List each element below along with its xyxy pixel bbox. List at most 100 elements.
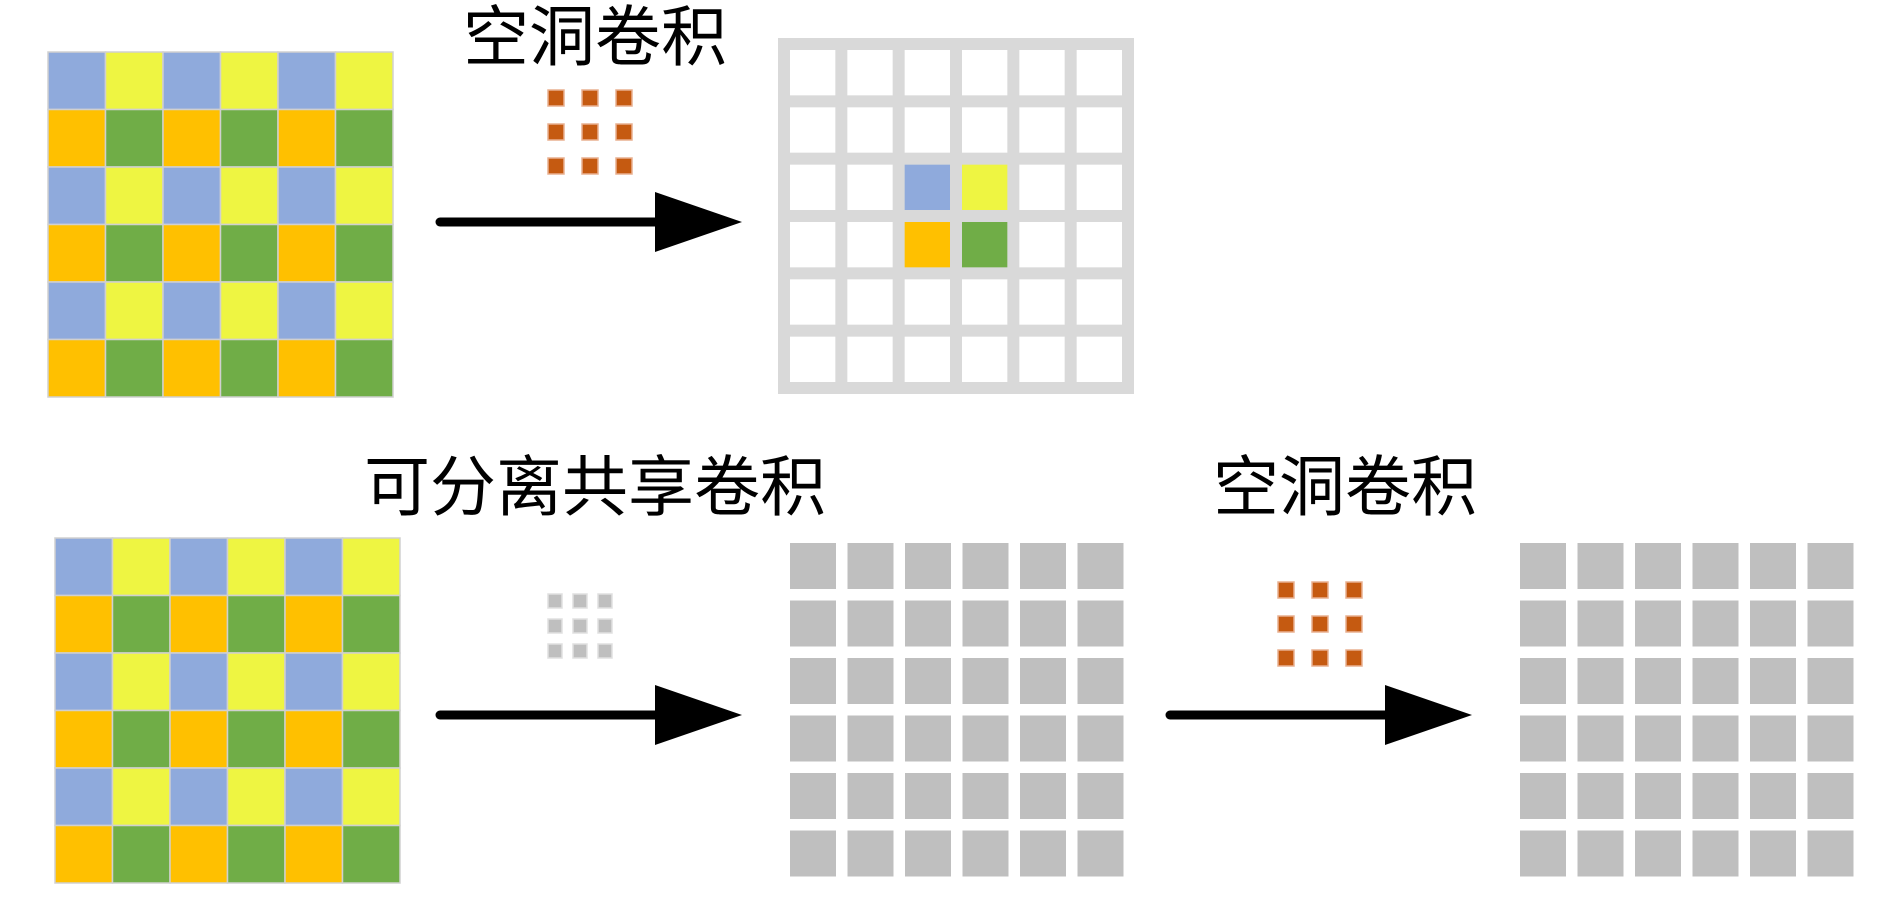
feature-cell: [1750, 715, 1796, 762]
empty-cell: [1076, 50, 1122, 96]
feature-cell: [905, 600, 951, 647]
bottom-dilated-kernel-icon: [1277, 581, 1363, 667]
kernel-cell: [547, 643, 563, 659]
feature-cell: [905, 658, 951, 704]
feature-cell: [1750, 543, 1796, 589]
kernel-cell: [547, 157, 565, 175]
empty-cell: [904, 336, 950, 382]
feature-cell: [54, 767, 114, 827]
feature-cell: [341, 594, 401, 654]
empty-cell: [847, 222, 893, 268]
feature-cell: [1635, 830, 1681, 877]
feature-cell: [1635, 715, 1681, 762]
empty-cell: [1076, 107, 1122, 153]
feature-cell: [1692, 658, 1739, 704]
top-arrow: [435, 192, 742, 252]
feature-cell: [284, 767, 344, 827]
feature-cell: [104, 338, 164, 398]
feature-cell: [169, 594, 229, 654]
feature-cell: [790, 773, 836, 819]
kernel-cell: [1345, 615, 1363, 633]
empty-cell: [962, 107, 1008, 153]
feature-cell: [1692, 773, 1739, 819]
kernel-cell: [1311, 649, 1329, 667]
top-dilated-conv-label: 空洞卷积: [463, 0, 727, 76]
kernel-cell: [572, 643, 588, 659]
feature-cell: [1577, 773, 1624, 819]
empty-cell: [962, 279, 1008, 325]
feature-cell: [162, 108, 222, 168]
sampled-cell: [962, 164, 1008, 210]
feature-cell: [277, 108, 337, 168]
feature-cell: [1077, 715, 1124, 762]
feature-cell: [1635, 543, 1681, 589]
kernel-cell: [1345, 649, 1363, 667]
feature-cell: [169, 537, 229, 597]
feature-cell: [169, 824, 229, 884]
grid-frame: [778, 38, 1134, 394]
kernel-cell: [572, 618, 588, 634]
kernel-cell: [547, 123, 565, 141]
feature-cell: [1577, 543, 1624, 589]
kernel-cell: [581, 157, 599, 175]
feature-cell: [54, 709, 114, 769]
kernel-cell: [615, 157, 633, 175]
separable-shared-conv-label: 可分离共享卷积: [364, 449, 826, 526]
feature-cell: [104, 51, 164, 111]
feature-cell: [1635, 658, 1681, 704]
feature-cell: [341, 537, 401, 597]
kernel-cell: [597, 593, 613, 609]
empty-cell: [1076, 336, 1122, 382]
top-dilated-kernel-icon: [547, 89, 633, 175]
feature-cell: [284, 824, 344, 884]
feature-cell: [962, 543, 1009, 589]
feature-cell: [219, 338, 279, 398]
empty-cell: [1019, 336, 1065, 382]
feature-cell: [226, 594, 286, 654]
feature-cell: [1577, 658, 1624, 704]
kernel-cell: [615, 123, 633, 141]
empty-cell: [962, 336, 1008, 382]
empty-cell: [847, 279, 893, 325]
feature-cell: [1692, 600, 1739, 647]
feature-cell: [277, 338, 337, 398]
feature-cell: [226, 537, 286, 597]
kernel-cell: [547, 89, 565, 107]
kernel-cell: [597, 618, 613, 634]
feature-cell: [1750, 773, 1796, 819]
separable-shared-kernel-icon: [547, 593, 613, 659]
feature-cell: [284, 594, 344, 654]
feature-cell: [1520, 830, 1566, 877]
feature-cell: [962, 600, 1009, 647]
feature-cell: [1520, 715, 1566, 762]
feature-cell: [1077, 543, 1124, 589]
feature-cell: [334, 166, 394, 226]
kernel-cell: [581, 89, 599, 107]
empty-cell: [847, 50, 893, 96]
top-output-sparse-grid: [778, 38, 1134, 394]
feature-cell: [1635, 600, 1681, 647]
empty-cell: [1076, 164, 1122, 210]
feature-cell: [162, 166, 222, 226]
feature-cell: [226, 652, 286, 712]
bottom-input-feature-map: [54, 537, 401, 884]
feature-cell: [219, 51, 279, 111]
feature-cell: [1577, 715, 1624, 762]
kernel-cell: [1311, 581, 1329, 599]
empty-cell: [1019, 107, 1065, 153]
empty-cell: [962, 50, 1008, 96]
feature-cell: [104, 166, 164, 226]
feature-cell: [219, 166, 279, 226]
feature-cell: [847, 830, 894, 877]
feature-cell: [226, 709, 286, 769]
feature-cell: [47, 281, 107, 341]
empty-cell: [1076, 279, 1122, 325]
feature-cell: [162, 338, 222, 398]
kernel-cell: [615, 89, 633, 107]
feature-cell: [1577, 600, 1624, 647]
sampled-cell: [904, 222, 950, 268]
feature-cell: [790, 543, 836, 589]
feature-cell: [1807, 600, 1854, 647]
feature-cell: [905, 830, 951, 877]
empty-cell: [1019, 164, 1065, 210]
